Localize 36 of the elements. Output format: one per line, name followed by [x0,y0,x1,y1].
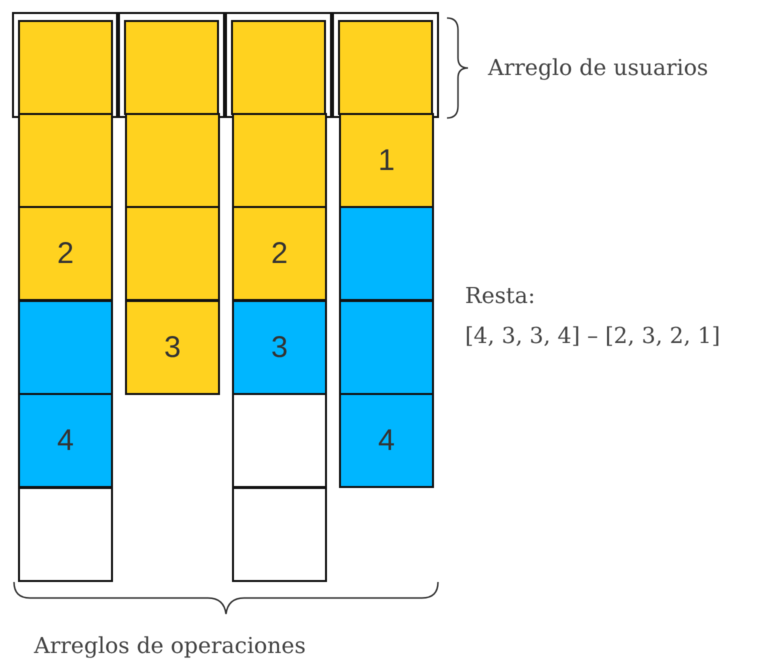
array-cell [232,393,327,488]
array-cell [339,300,434,395]
array-cell [18,206,113,301]
array-cell [124,20,219,115]
array-cell [18,300,113,395]
array-cell [18,20,113,115]
cell-number: 2 [271,236,288,270]
cell-number: 3 [164,330,181,364]
array-cell [232,300,327,395]
cell-number: 4 [378,424,395,458]
brace-label: Arreglo de usuarios [488,56,708,81]
array-frame [332,12,439,118]
array-cell [339,393,434,488]
array-cell [339,206,434,301]
array-cell [232,206,327,301]
array-cell [18,393,113,488]
array-cell [232,487,327,582]
text-label: [4, 3, 3, 4] – [2, 3, 2, 1] [465,324,720,349]
array-cell [231,20,326,115]
array-frame [225,12,332,118]
array-frame [118,12,225,118]
cell-number: 1 [378,144,395,178]
cell-number: 4 [57,424,74,458]
array-cell [232,113,327,208]
array-cell [18,113,113,208]
array-cell [125,300,220,395]
text-label: Resta: [465,284,536,309]
cell-number: 2 [57,236,74,270]
array-cell [125,206,220,301]
array-frame [12,12,118,118]
array-cell [339,113,434,208]
brace-label: Arreglos de operaciones [34,634,306,659]
array-cell [125,113,220,208]
cell-number: 3 [271,330,288,364]
array-cell [18,487,113,582]
array-cell [338,20,433,115]
